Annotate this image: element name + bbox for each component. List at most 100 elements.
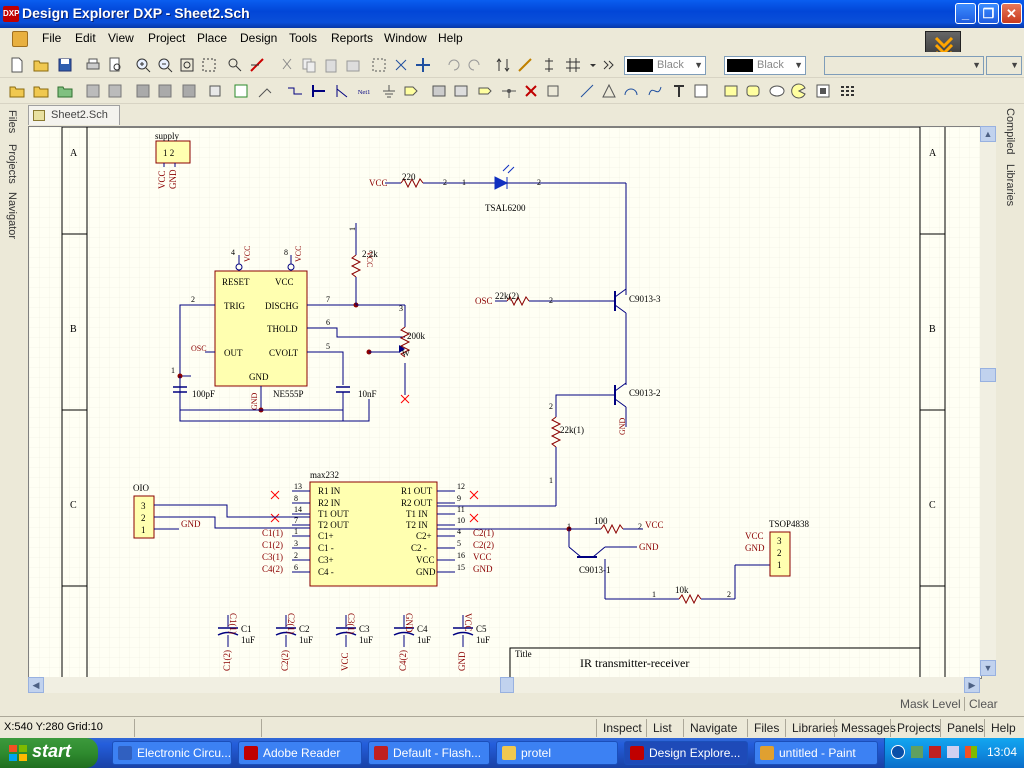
network-icon[interactable] [911,746,923,758]
fill-color-select[interactable]: Black ▼ [724,56,806,75]
copy-icon[interactable] [300,56,318,74]
line-icon[interactable] [578,82,596,100]
ellipse-icon[interactable] [768,82,786,100]
grid-dropdown-icon[interactable] [584,56,596,74]
print-icon[interactable] [84,56,102,74]
no-erc-icon[interactable] [522,82,540,100]
close-button[interactable]: ✕ [1001,3,1022,24]
grid-icon[interactable] [564,56,582,74]
menu-tools[interactable]: Tools [289,31,318,45]
projects-panel-tab[interactable]: Projects [6,144,18,184]
gnd-port-icon[interactable] [380,82,398,100]
place-bus-icon[interactable] [310,82,328,100]
align-icon[interactable] [540,56,558,74]
zoom-out-icon[interactable] [156,56,174,74]
display-icon[interactable] [947,746,959,758]
new-document-icon[interactable] [8,56,26,74]
select-area-icon[interactable] [370,56,388,74]
arc-icon[interactable] [622,82,640,100]
task-paint[interactable]: untitled - Paint [754,741,878,765]
tsop4838-receiver[interactable]: TSOP4838 VCC GND 3 2 1 [745,519,810,577]
horizontal-scroll-thumb[interactable] [500,677,514,693]
schematic-canvas[interactable]: A B C A B C supply 1 2 VCC GND VCC 220 2… [28,126,982,679]
scroll-left-icon[interactable]: ◀ [28,677,44,693]
projects-button[interactable]: Projects [890,719,946,737]
list-button[interactable]: List [646,719,678,737]
hierarchy-up-down-icon[interactable] [494,56,512,74]
menu-window[interactable]: Window [384,31,427,45]
task-flash[interactable]: Default - Flash... [368,741,490,765]
device-sheet-icon[interactable] [476,82,494,100]
messenger-icon[interactable] [965,746,977,758]
tools-icon[interactable] [256,82,274,100]
pcb-layout-icon[interactable] [544,82,562,100]
bus-entry-icon[interactable] [334,82,352,100]
files-panel-tab[interactable]: Files [6,110,18,134]
text-frame-icon[interactable] [692,82,710,100]
save-icon[interactable] [56,56,74,74]
menu-view[interactable]: View [108,31,134,45]
scroll-up-icon[interactable]: ▲ [980,126,996,142]
horizontal-scrollbar[interactable]: ◀ ▶ [28,677,980,693]
tray-chevron-icon[interactable] [891,745,905,759]
redo-icon[interactable] [466,56,484,74]
navigator-panel-tab[interactable]: Navigator [6,192,18,240]
sheet-icon[interactable] [134,82,152,100]
oio-connector[interactable]: OIO 3 2 1 GND [133,483,310,539]
place-wire-icon[interactable] [286,82,304,100]
clear-button[interactable]: Clear [964,697,998,711]
paste-icon[interactable] [322,56,340,74]
zoom-in-icon[interactable] [134,56,152,74]
paste-array-icon[interactable] [344,56,362,74]
menu-place[interactable]: Place [197,31,228,45]
rectangle-icon[interactable] [722,82,740,100]
sheet-symbol-icon[interactable] [430,82,448,100]
task-electronic-circuits[interactable]: Electronic Circu... [112,741,232,765]
sheet3-icon[interactable] [180,82,198,100]
maximize-button[interactable]: ❐ [978,3,999,24]
junction-icon[interactable] [500,82,518,100]
task-protel[interactable]: protel [496,741,618,765]
vertical-scrollbar[interactable]: ▲ ▼ [980,126,996,676]
clear-filter-icon[interactable] [248,56,266,74]
panels-button[interactable]: Panels [940,719,990,737]
vertical-scroll-thumb[interactable] [980,368,996,382]
scroll-right-icon[interactable]: ▶ [964,677,980,693]
array-icon[interactable] [838,82,856,100]
navigate-button[interactable]: Navigate [683,719,743,737]
net-label-icon[interactable]: Net1 [356,82,378,100]
inspect-button[interactable]: Inspect [596,719,648,737]
libraries-panel-tab[interactable]: Libraries [1004,164,1016,207]
zoom-selected-icon[interactable] [226,56,244,74]
menu-design[interactable]: Design [240,31,278,45]
messages-button[interactable]: Messages [834,719,902,737]
line-color-select[interactable]: Black ▼ [624,56,706,75]
ne555-timer[interactable]: RESET TRIG OUT VCC DISCHG THOLD CVOLT GN… [171,223,426,422]
fit-all-objects-icon[interactable] [200,56,218,74]
text-icon[interactable] [670,82,688,100]
open-project-icon[interactable] [8,82,26,100]
q1-transistor[interactable]: OSC 22k(2) 2 C9013-3 [475,288,661,385]
round-rectangle-icon[interactable] [744,82,762,100]
bezier-icon[interactable] [646,82,664,100]
cross-probe-icon[interactable] [516,56,534,74]
supply-connector[interactable]: supply 1 2 VCC GND [155,131,191,189]
document-tab[interactable]: Sheet2.Sch [28,105,120,125]
menu-file[interactable]: File [42,31,62,45]
compiled-panel-tab[interactable]: Compiled [1004,108,1016,155]
start-button[interactable]: start [0,738,98,768]
undo-icon[interactable] [444,56,462,74]
font-size-select[interactable]: ▼ [986,56,1022,75]
pie-icon[interactable] [790,82,808,100]
compile-icon[interactable] [84,82,102,100]
task-adobe-reader[interactable]: Adobe Reader [238,741,362,765]
font-select[interactable]: ▼ [824,56,984,75]
minimize-button[interactable]: _ [955,3,976,24]
graphic-icon[interactable] [814,82,832,100]
open-folder2-icon[interactable] [32,82,50,100]
sheet-entry-icon[interactable] [452,82,470,100]
sheet2-icon[interactable] [156,82,174,100]
fit-document-icon[interactable] [178,56,196,74]
toolbar-more-icon[interactable] [600,56,614,74]
